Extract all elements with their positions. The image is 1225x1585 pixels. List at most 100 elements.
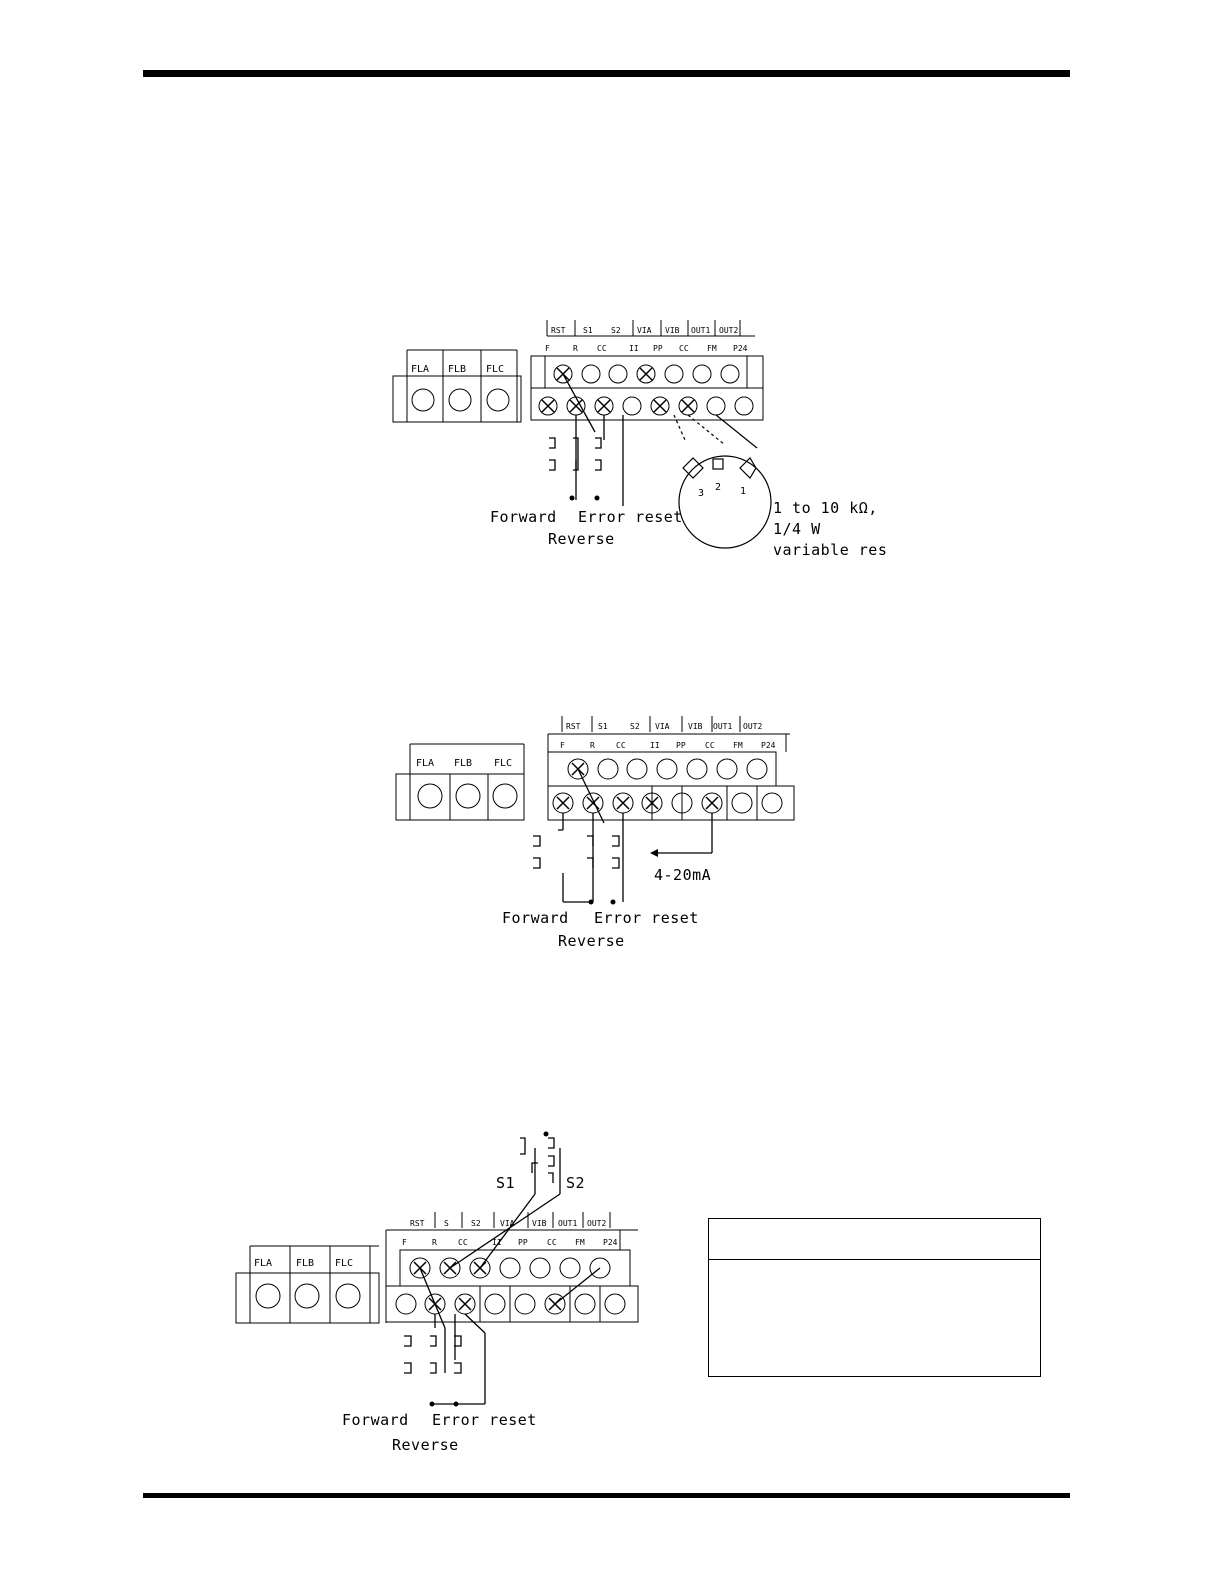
- terminal-label: F: [545, 344, 550, 353]
- terminal-label: R: [573, 344, 578, 353]
- terminal-label: F: [560, 741, 565, 750]
- group-label: VIB: [665, 326, 680, 335]
- resistor-spec-line: 1/4 W: [773, 520, 821, 538]
- screw-icon: [492, 783, 518, 809]
- terminal-label: R: [590, 741, 595, 750]
- terminal-label: II: [629, 344, 639, 353]
- reverse-caption: Reverse: [548, 530, 615, 548]
- junction-dot: [610, 899, 616, 905]
- relay-label: FLA: [416, 758, 434, 769]
- screw-icon: [255, 1283, 281, 1309]
- junction-dot: [543, 1131, 549, 1137]
- control-terminal-block: [385, 1212, 639, 1323]
- wiring-diagram-current-input: FLA FLB FLC RST S1 S2 VIA VIB OUT1 OUT2 …: [395, 716, 795, 950]
- potentiometer-icon: [673, 414, 772, 549]
- switch-wiring: [404, 1193, 601, 1405]
- relay-terminal-block: [235, 1245, 380, 1324]
- forward-caption: Forward: [342, 1411, 409, 1429]
- terminal-label: CC: [597, 344, 607, 353]
- relay-label: FLB: [448, 364, 466, 375]
- switch-wiring: [533, 768, 713, 903]
- error-reset-caption: Error reset: [578, 508, 683, 526]
- switch-label-s1: S1: [496, 1174, 515, 1192]
- empty-table: [708, 1218, 1041, 1377]
- junction-dot: [588, 899, 594, 905]
- terminal-label: CC: [547, 1238, 557, 1247]
- reverse-caption: Reverse: [558, 932, 625, 950]
- terminal-label: FM: [575, 1238, 585, 1247]
- terminal-label: PP: [653, 344, 663, 353]
- speed-switches: [520, 1137, 561, 1194]
- screw-icon: [455, 783, 481, 809]
- group-label: VIA: [500, 1219, 515, 1228]
- terminal-label: F: [402, 1238, 407, 1247]
- terminal-label: CC: [616, 741, 626, 750]
- error-reset-caption: Error reset: [594, 909, 699, 927]
- terminal-label: FM: [733, 741, 743, 750]
- reverse-caption: Reverse: [392, 1436, 459, 1454]
- bottom-rule: [143, 1493, 1070, 1498]
- group-label: OUT1: [691, 326, 710, 335]
- terminal-label: II: [492, 1238, 502, 1247]
- group-label: VIB: [532, 1219, 547, 1228]
- group-label: S: [444, 1219, 449, 1228]
- junction-dot: [453, 1401, 459, 1407]
- screw-icon: [411, 388, 435, 412]
- group-label: RST: [566, 722, 581, 731]
- junction-dot: [594, 495, 600, 501]
- arrow-left-icon: [650, 849, 658, 857]
- terminal-label: PP: [518, 1238, 528, 1247]
- group-label: VIB: [688, 722, 703, 731]
- terminal-label: P24: [761, 741, 776, 750]
- terminal-label: CC: [458, 1238, 468, 1247]
- group-label: OUT1: [713, 722, 732, 731]
- relay-terminal-block: [395, 743, 525, 821]
- screw-icon: [486, 388, 510, 412]
- junction-dot: [569, 495, 575, 501]
- relay-label: FLC: [335, 1258, 353, 1269]
- relay-label: FLB: [454, 758, 472, 769]
- group-label: OUT2: [743, 722, 762, 731]
- screw-icon: [417, 783, 443, 809]
- resistor-spec-line: 1 to 10 kΩ,: [773, 499, 878, 517]
- group-label: VIA: [637, 326, 652, 335]
- group-label: S2: [471, 1219, 481, 1228]
- pot-pin-label: 2: [715, 482, 721, 493]
- relay-label: FLC: [486, 364, 504, 375]
- switch-wiring: [549, 373, 624, 506]
- terminal-label: FM: [707, 344, 717, 353]
- group-label: VIA: [655, 722, 670, 731]
- wiring-diagram-potentiometer: FLA FLB FLC RST S1 S2 VIA VIB OUT1 O: [392, 320, 887, 559]
- pot-pin-label: 1: [740, 486, 746, 497]
- top-rule: [143, 70, 1070, 77]
- current-range-label: 4-20mA: [654, 866, 711, 884]
- relay-label: FLB: [296, 1258, 314, 1269]
- relay-label: FLC: [494, 758, 512, 769]
- relay-label: FLA: [254, 1258, 272, 1269]
- junction-dot: [429, 1401, 435, 1407]
- group-label: S1: [583, 326, 593, 335]
- relay-label: FLA: [411, 364, 429, 375]
- group-label: OUT1: [558, 1219, 577, 1228]
- control-terminal-block: [530, 320, 764, 421]
- terminal-label: CC: [679, 344, 689, 353]
- wiring-diagram-preset-speed: S1 S2 FLA FLB FLC: [235, 1131, 639, 1454]
- terminal-label: P24: [733, 344, 748, 353]
- group-label: S2: [630, 722, 640, 731]
- group-label: S2: [611, 326, 621, 335]
- terminal-label: CC: [705, 741, 715, 750]
- terminal-label: II: [650, 741, 660, 750]
- group-label: RST: [551, 326, 566, 335]
- screw-icon: [448, 388, 472, 412]
- forward-caption: Forward: [490, 508, 557, 526]
- screw-icon: [335, 1283, 361, 1309]
- screw-icon: [294, 1283, 320, 1309]
- forward-caption: Forward: [502, 909, 569, 927]
- relay-terminal-block: [392, 349, 522, 423]
- group-label: OUT2: [719, 326, 738, 335]
- pot-pin-label: 3: [698, 488, 704, 499]
- empty-table-header: [709, 1219, 1040, 1260]
- terminal-label: PP: [676, 741, 686, 750]
- terminal-label: P24: [603, 1238, 618, 1247]
- control-terminal-block: [547, 716, 795, 821]
